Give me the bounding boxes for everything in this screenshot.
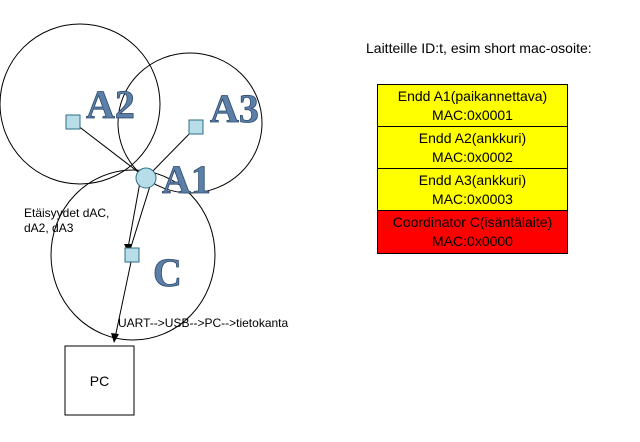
pc-label: PC (90, 373, 109, 389)
label-c: C (153, 250, 182, 295)
device-name-a3: Endd A3(ankkuri) (418, 172, 527, 188)
range-circle-a2 (0, 23, 161, 185)
label-a2: A2 (86, 82, 135, 127)
device-id-heading: Laitteille ID:t, esim short mac-osoite: (366, 40, 592, 56)
device-name-a1: Endd A1(paikannettava) (397, 88, 548, 104)
distance-line-c-1 (127, 181, 141, 249)
device-cell-c: Coordinator C(isäntälaite) MAC:0x0000 (378, 211, 567, 253)
device-mac-a1: MAC:0x0001 (432, 107, 513, 123)
device-name-c: Coordinator C(isäntälaite) (392, 214, 553, 230)
distance-line-a3 (145, 126, 197, 179)
range-circle-c (50, 169, 216, 341)
node-a2-square (65, 114, 81, 130)
arrow-head-pc (111, 333, 119, 343)
device-table: Endd A1(paikannettava) MAC:0x0001 Endd A… (377, 84, 568, 254)
device-mac-c: MAC:0x0000 (432, 233, 513, 249)
device-mac-a3: MAC:0x0003 (432, 191, 513, 207)
distances-line-1: Etäisyydet dAC, (24, 206, 109, 220)
link-line-pc (114, 261, 132, 339)
node-a1-circle (135, 167, 157, 189)
range-circle-a3 (117, 52, 263, 194)
device-name-a2: Endd A2(ankkuri) (418, 130, 527, 146)
device-cell-a1: Endd A1(paikannettava) MAC:0x0001 (378, 85, 567, 127)
distances-line-2: dA2, dA3 (24, 221, 74, 235)
link-path-label: UART-->USB-->PC-->tietokanta (118, 316, 288, 330)
label-a1: A1 (162, 157, 211, 202)
distance-line-a2 (72, 121, 147, 179)
device-cell-a2: Endd A2(ankkuri) MAC:0x0002 (378, 127, 567, 169)
node-a3-square (188, 119, 204, 135)
distance-line-c-2 (129, 185, 151, 251)
node-c-square (124, 247, 140, 263)
pc-box (64, 345, 135, 416)
device-cell-a3: Endd A3(ankkuri) MAC:0x0003 (378, 169, 567, 211)
label-a3: A3 (210, 86, 259, 131)
device-mac-a2: MAC:0x0002 (432, 149, 513, 165)
